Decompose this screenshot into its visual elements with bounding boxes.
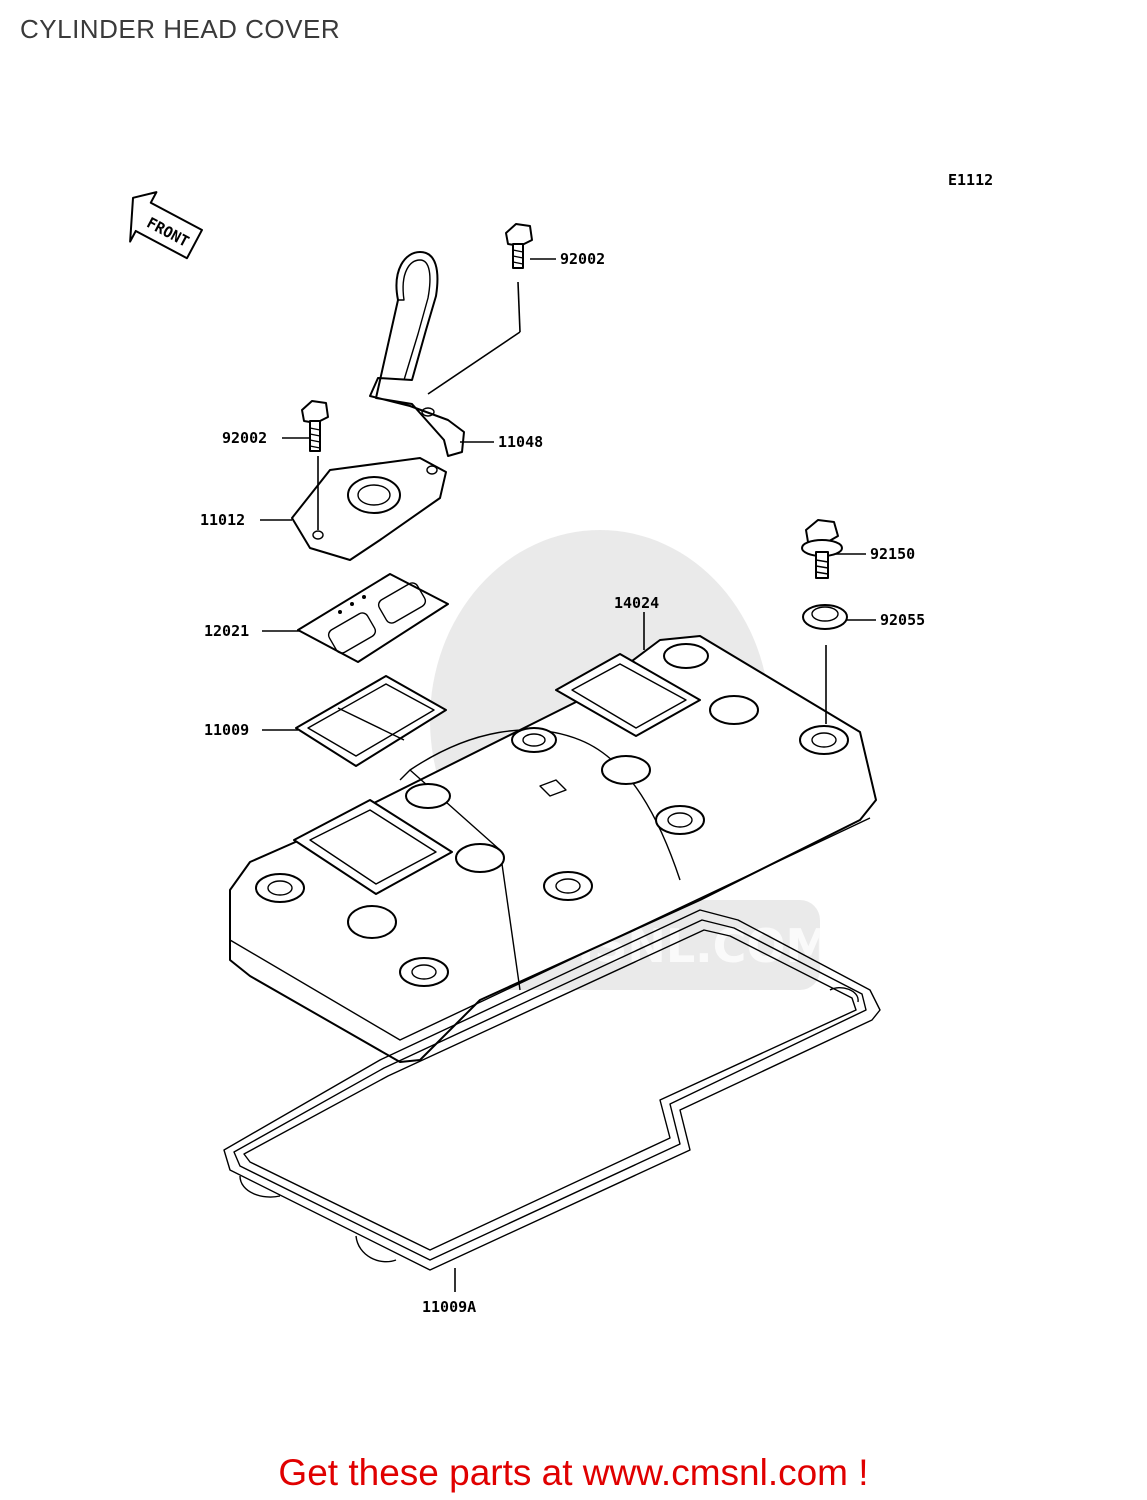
part-drawing-11012 [291, 457, 447, 561]
part-label-11009[interactable]: 11009 [204, 721, 249, 739]
leader-lines [260, 258, 876, 1292]
front-arrow-icon: FRONT [129, 191, 204, 260]
part-drawing-92002-lower [301, 400, 329, 452]
part-label-11009A[interactable]: 11009A [422, 1298, 476, 1316]
part-drawing-11009 [295, 675, 447, 767]
part-drawing-92002-upper [505, 223, 533, 269]
cta-link[interactable]: Get these parts at www.cmsnl.com ! [278, 1452, 869, 1493]
page-title: CYLINDER HEAD COVER [20, 14, 341, 44]
part-label-14024[interactable]: 14024 [614, 594, 659, 612]
part-label-11048[interactable]: 11048 [498, 433, 543, 451]
part-label-12021[interactable]: 12021 [204, 622, 249, 640]
part-label-92055[interactable]: 92055 [880, 611, 925, 629]
part-label-92150[interactable]: 92150 [870, 545, 915, 563]
part-label-92002-upper[interactable]: 92002 [560, 250, 605, 268]
part-drawing-11048 [369, 251, 465, 457]
part-label-11012[interactable]: 11012 [200, 511, 245, 529]
part-drawing-14024 [229, 635, 877, 1063]
part-drawing-92055 [802, 604, 848, 630]
part-drawing-92150 [801, 519, 843, 579]
part-drawing-11009A [223, 909, 881, 1271]
part-label-92002-lower[interactable]: 92002 [222, 429, 267, 447]
diagram-code: E1112 [948, 171, 993, 189]
part-labels: 92002 11048 92002 11012 92150 14024 9205… [200, 250, 925, 1316]
part-drawing-12021 [297, 573, 449, 663]
